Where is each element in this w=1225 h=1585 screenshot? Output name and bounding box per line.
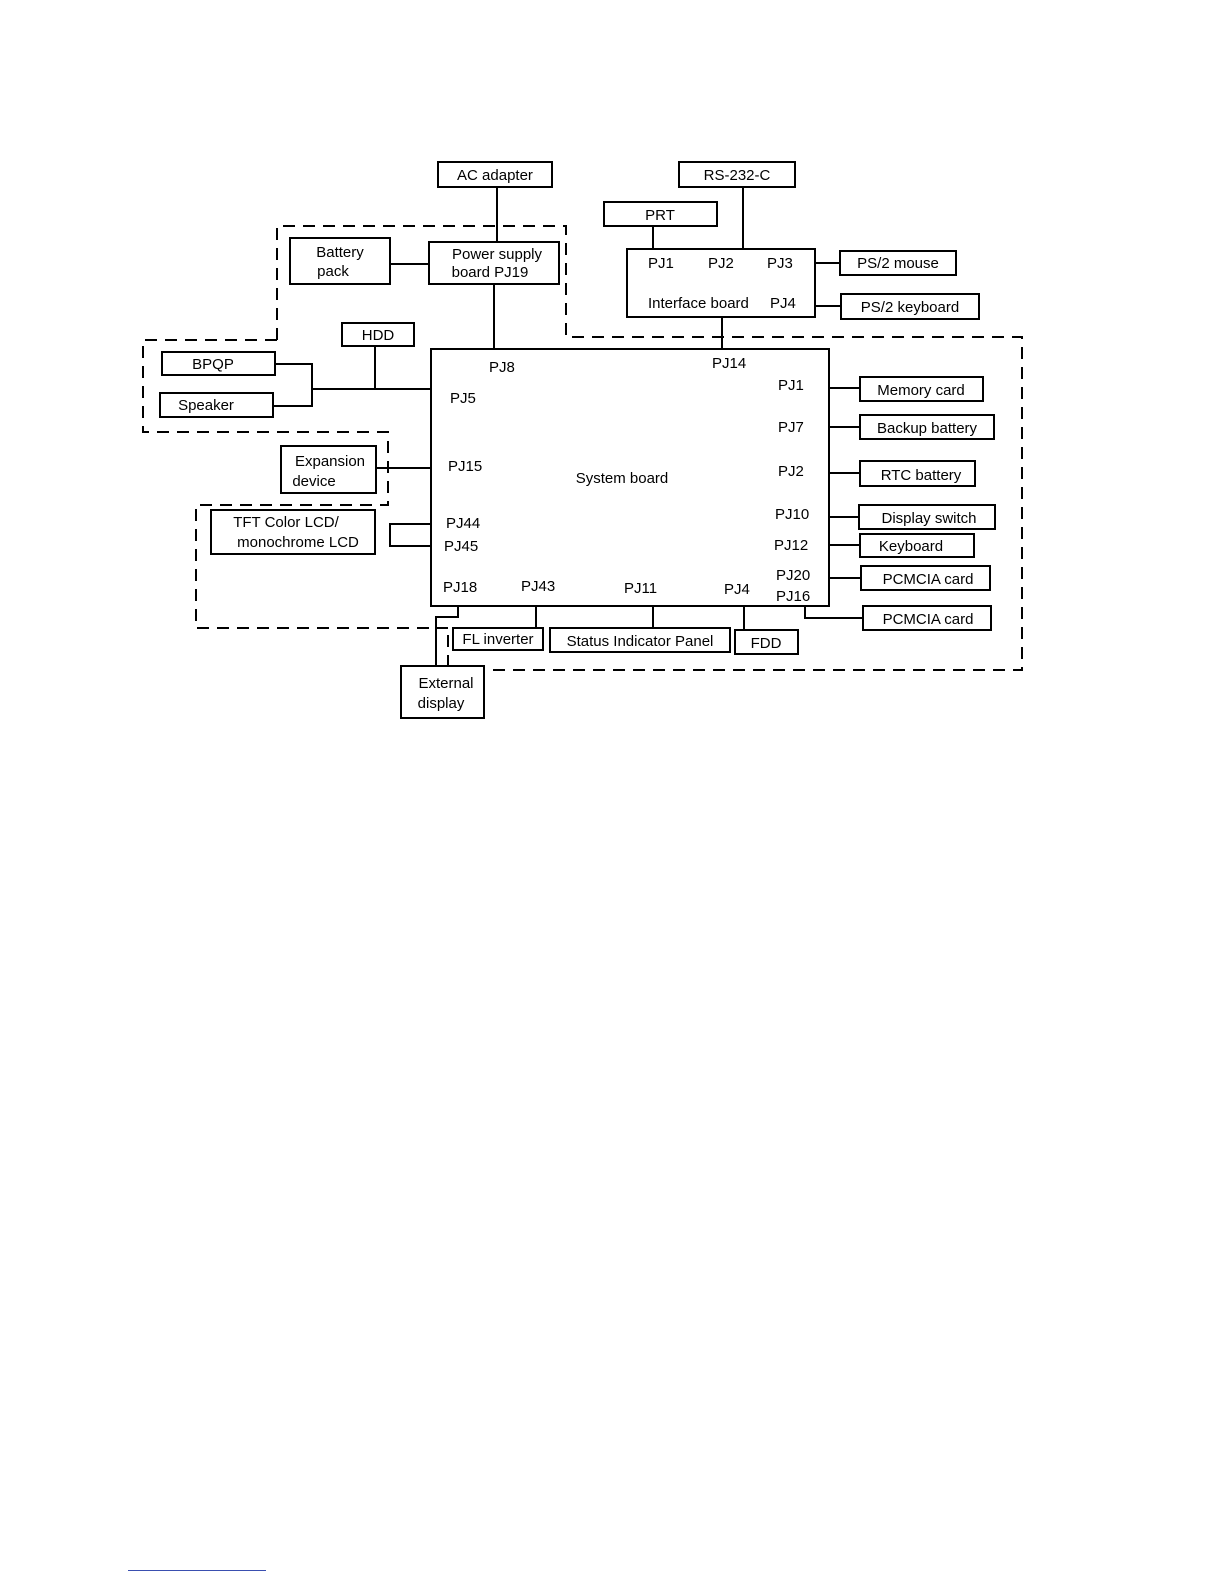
connection-lines bbox=[273, 187, 863, 666]
ps2-mouse-box: PS/2 mouse bbox=[839, 250, 957, 276]
system-port-pj11: PJ11 bbox=[624, 580, 657, 597]
system-board: System board PJ8 PJ14 PJ5 PJ15 PJ44 PJ45… bbox=[430, 348, 830, 607]
lcd-label-line1: TFT Color LCD/ bbox=[233, 514, 339, 531]
backup-battery-box: Backup battery bbox=[859, 414, 995, 440]
system-port-pj8: PJ8 bbox=[489, 359, 515, 376]
rtc-battery-label: RTC battery bbox=[881, 467, 962, 484]
enclosure-top-left bbox=[276, 225, 1023, 671]
system-port-pj16: PJ16 bbox=[776, 588, 810, 605]
hdd-box: HDD bbox=[341, 322, 415, 347]
external-display-label-line2: display bbox=[418, 695, 465, 712]
pcmcia-card-label-1: PCMCIA card bbox=[883, 571, 974, 588]
display-switch-box: Display switch bbox=[858, 504, 996, 530]
speaker-label: Speaker bbox=[178, 397, 234, 414]
system-port-pj43: PJ43 bbox=[521, 578, 555, 595]
bpqp-label: BPQP bbox=[192, 356, 234, 373]
system-port-pj18: PJ18 bbox=[443, 579, 477, 596]
system-port-pj1: PJ1 bbox=[778, 377, 804, 394]
system-board-label: System board bbox=[576, 470, 669, 487]
expansion-device-label-line1: Expansion bbox=[295, 453, 365, 470]
ps2-mouse-label: PS/2 mouse bbox=[857, 255, 939, 272]
pcmcia-card-box-1: PCMCIA card bbox=[860, 565, 991, 591]
power-supply-label-line2: board PJ19 bbox=[452, 264, 529, 281]
power-supply-label-line1: Power supply bbox=[452, 246, 543, 263]
interface-port-pj2: PJ2 bbox=[708, 255, 734, 272]
ac-adapter-box: AC adapter bbox=[437, 161, 553, 188]
interface-board-label: Interface board bbox=[648, 295, 749, 312]
system-port-pj5: PJ5 bbox=[450, 390, 476, 407]
external-display-box: External display bbox=[400, 665, 485, 719]
display-switch-label: Display switch bbox=[881, 510, 976, 527]
fl-inverter-box: FL inverter bbox=[452, 627, 544, 651]
fdd-label: FDD bbox=[751, 635, 782, 652]
memory-card-label: Memory card bbox=[877, 382, 965, 399]
rs232c-box: RS-232-C bbox=[678, 161, 796, 188]
lcd-label-line2: monochrome LCD bbox=[237, 534, 359, 551]
expansion-device-label-line2: device bbox=[292, 473, 335, 490]
system-port-pj7: PJ7 bbox=[778, 419, 804, 436]
hdd-label: HDD bbox=[362, 327, 395, 344]
interface-port-pj4: PJ4 bbox=[770, 295, 796, 312]
power-supply-box: Power supply board PJ19 bbox=[428, 241, 560, 285]
bpqp-box: BPQP bbox=[161, 351, 276, 376]
rtc-battery-box: RTC battery bbox=[859, 460, 976, 487]
backup-battery-label: Backup battery bbox=[877, 420, 978, 437]
fl-inverter-label: FL inverter bbox=[462, 631, 533, 648]
status-indicator-panel-label: Status Indicator Panel bbox=[567, 633, 714, 650]
system-port-pj15: PJ15 bbox=[448, 458, 482, 475]
memory-card-box: Memory card bbox=[859, 376, 984, 402]
system-port-pj20: PJ20 bbox=[776, 567, 810, 584]
system-port-pj10: PJ10 bbox=[775, 506, 809, 523]
system-port-pj45: PJ45 bbox=[444, 538, 478, 555]
keyboard-box: Keyboard bbox=[859, 533, 975, 558]
pcmcia-card-label-2: PCMCIA card bbox=[883, 611, 974, 628]
system-port-pj12: PJ12 bbox=[774, 537, 808, 554]
system-port-pj2: PJ2 bbox=[778, 463, 804, 480]
prt-label: PRT bbox=[645, 207, 675, 224]
speaker-box: Speaker bbox=[159, 392, 274, 418]
external-display-label-line1: External bbox=[418, 675, 473, 692]
status-indicator-panel-box: Status Indicator Panel bbox=[549, 627, 731, 653]
ps2-keyboard-label: PS/2 keyboard bbox=[861, 299, 959, 316]
interface-board: PJ1 PJ2 PJ3 Interface board PJ4 bbox=[626, 248, 816, 318]
pcmcia-card-box-2: PCMCIA card bbox=[862, 605, 992, 631]
system-port-pj4: PJ4 bbox=[724, 581, 750, 598]
ac-adapter-label: AC adapter bbox=[457, 167, 533, 184]
fdd-box: FDD bbox=[734, 629, 799, 655]
ps2-keyboard-box: PS/2 keyboard bbox=[840, 293, 980, 320]
lcd-box: TFT Color LCD/ monochrome LCD bbox=[210, 509, 376, 555]
battery-pack-label-line1: Battery bbox=[316, 244, 364, 261]
system-port-pj44: PJ44 bbox=[446, 515, 480, 532]
footer-rule bbox=[128, 1570, 266, 1571]
rs232c-label: RS-232-C bbox=[704, 167, 771, 184]
prt-box: PRT bbox=[603, 201, 718, 227]
keyboard-label: Keyboard bbox=[879, 538, 943, 555]
system-port-pj14: PJ14 bbox=[712, 355, 746, 372]
interface-port-pj1: PJ1 bbox=[648, 255, 674, 272]
battery-pack-box: Battery pack bbox=[289, 237, 391, 285]
expansion-device-box: Expansion device bbox=[280, 445, 377, 494]
interface-port-pj3: PJ3 bbox=[767, 255, 793, 272]
battery-pack-label-line2: pack bbox=[317, 263, 349, 280]
